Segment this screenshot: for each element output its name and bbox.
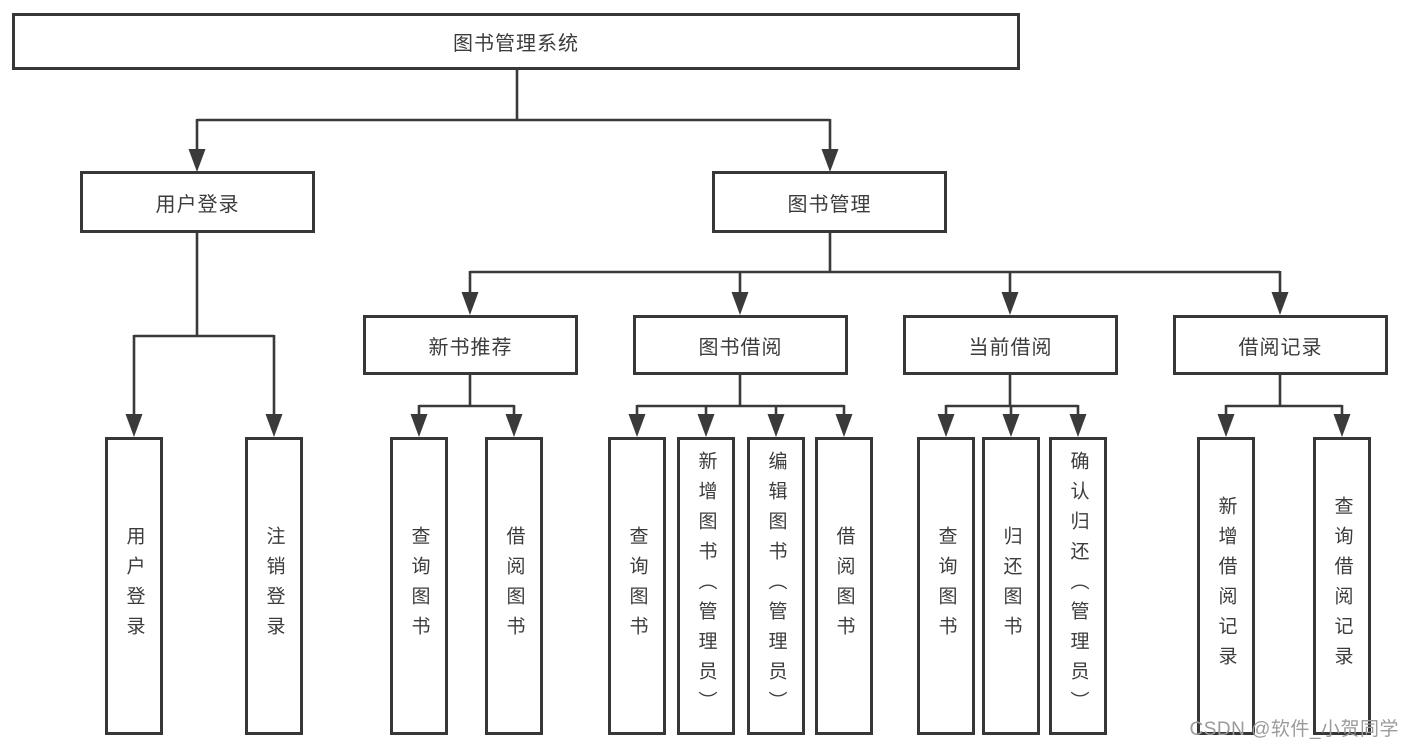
leaf-edit-books-admin: 编辑图书（管理员） bbox=[747, 437, 805, 735]
leaf-query-books-borrowing-label: 查询图书 bbox=[626, 526, 648, 646]
leaf-borrow-books-recommend-label: 借阅图书 bbox=[503, 526, 525, 646]
leaf-add-borrow-record: 新增借阅记录 bbox=[1197, 437, 1255, 735]
leaf-logout: 注销登录 bbox=[245, 437, 303, 735]
leaf-confirm-return-admin: 确认归还（管理员） bbox=[1049, 437, 1107, 735]
node-new-book-recommendation-label: 新书推荐 bbox=[428, 336, 513, 359]
leaf-query-books-recommend-label: 查询图书 bbox=[408, 526, 430, 646]
leaf-query-books-current: 查询图书 bbox=[917, 437, 975, 735]
node-book-management-label: 图书管理 bbox=[787, 193, 872, 216]
csdn-watermark: CSDN @软件_小贺同学 bbox=[1189, 719, 1399, 740]
leaf-return-books-label: 归还图书 bbox=[1000, 526, 1022, 646]
leaf-edit-books-admin-label: 编辑图书（管理员） bbox=[765, 451, 787, 721]
leaf-borrow-books-recommend: 借阅图书 bbox=[485, 437, 543, 735]
leaf-add-borrow-record-label: 新增借阅记录 bbox=[1215, 496, 1237, 676]
node-root-label: 图书管理系统 bbox=[453, 33, 579, 55]
leaf-logout-label: 注销登录 bbox=[263, 526, 285, 646]
leaf-query-borrow-record: 查询借阅记录 bbox=[1313, 437, 1371, 735]
node-root-library-management-system: 图书管理系统 bbox=[12, 13, 1020, 70]
leaf-user-login-label: 用户登录 bbox=[123, 526, 145, 646]
leaf-query-books-borrowing: 查询图书 bbox=[608, 437, 666, 735]
node-user-login: 用户登录 bbox=[80, 171, 315, 233]
leaf-query-books-current-label: 查询图书 bbox=[935, 526, 957, 646]
node-new-book-recommendation: 新书推荐 bbox=[363, 315, 578, 375]
node-borrowing-records-label: 借阅记录 bbox=[1238, 336, 1323, 359]
leaf-user-login: 用户登录 bbox=[105, 437, 163, 735]
node-book-borrowing-label: 图书借阅 bbox=[698, 336, 783, 359]
node-user-login-label: 用户登录 bbox=[155, 193, 240, 216]
node-current-borrowing-label: 当前借阅 bbox=[968, 336, 1053, 359]
node-book-borrowing: 图书借阅 bbox=[633, 315, 848, 375]
leaf-query-borrow-record-label: 查询借阅记录 bbox=[1331, 496, 1353, 676]
leaf-query-books-recommend: 查询图书 bbox=[390, 437, 448, 735]
leaf-borrow-books-borrowing-label: 借阅图书 bbox=[833, 526, 855, 646]
leaf-add-books-admin: 新增图书（管理员） bbox=[677, 437, 735, 735]
node-borrowing-records: 借阅记录 bbox=[1173, 315, 1388, 375]
node-current-borrowing: 当前借阅 bbox=[903, 315, 1118, 375]
leaf-add-books-admin-label: 新增图书（管理员） bbox=[695, 451, 717, 721]
leaf-borrow-books-borrowing: 借阅图书 bbox=[815, 437, 873, 735]
leaf-confirm-return-admin-label: 确认归还（管理员） bbox=[1067, 451, 1089, 721]
leaf-return-books: 归还图书 bbox=[982, 437, 1040, 735]
node-book-management: 图书管理 bbox=[712, 171, 947, 233]
